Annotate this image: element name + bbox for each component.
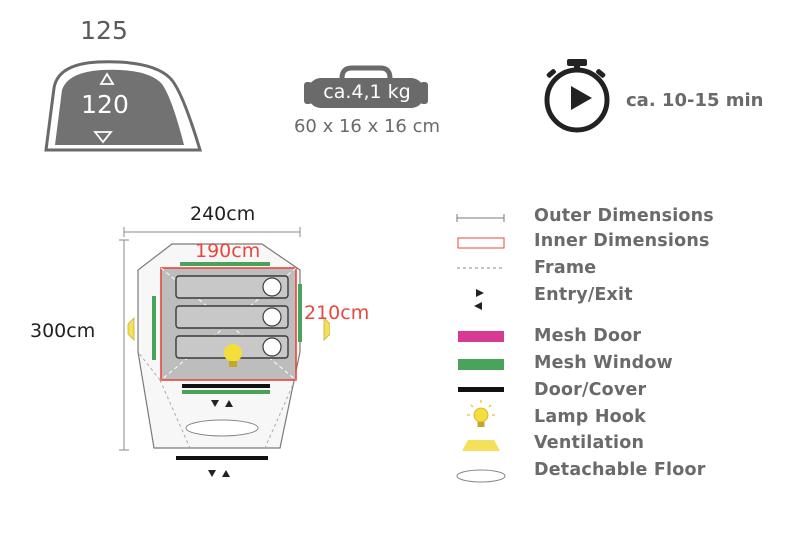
inner-dimensions-symbol (457, 237, 505, 249)
sleeping-pad-2 (175, 305, 289, 329)
legend-outer-dimensions: Outer Dimensions (534, 206, 714, 226)
door-cover-outer (176, 456, 268, 460)
mesh-window-front (182, 390, 270, 394)
sleeping-pad-1 (175, 275, 289, 299)
outer-width-label: 240cm (190, 203, 256, 225)
legend-detachable-floor: Detachable Floor (534, 460, 706, 480)
duffel-bag-icon (304, 65, 428, 108)
entry-arrows-inner (211, 400, 233, 407)
lightbulb-icon (467, 400, 495, 427)
legend: Outer Dimensions Inner Dimensions Frame … (452, 205, 792, 495)
detachable-floor-symbol (456, 469, 506, 483)
inner-height-label: 120 (81, 90, 129, 119)
outer-length-label: 300cm (30, 320, 96, 342)
legend-inner-dimensions: Inner Dimensions (534, 231, 710, 251)
door-cover-inner (182, 384, 270, 388)
entry-exit-symbol (474, 289, 484, 310)
lamp-hook-marker (224, 344, 242, 367)
outer-height-label: 125 (80, 16, 128, 45)
outer-dimensions-symbol (456, 214, 505, 222)
setup-time-label: ca. 10-15 min (626, 90, 764, 111)
mesh-window-top (180, 262, 270, 266)
legend-lamp-hook: Lamp Hook (534, 407, 646, 427)
stopwatch-icon (544, 59, 610, 133)
inner-width-label: 190cm (195, 240, 261, 262)
pack-size-label: 60 x 16 x 16 cm (293, 116, 441, 137)
legend-frame: Frame (534, 258, 597, 278)
tent-floorplan (119, 227, 330, 477)
ventilation-right (323, 317, 330, 341)
mesh-window-symbol (458, 359, 504, 370)
legend-entry-exit: Entry/Exit (534, 285, 633, 305)
legend-ventilation: Ventilation (534, 433, 645, 453)
mesh-window-right (298, 284, 302, 342)
legend-symbols (456, 214, 506, 483)
mesh-window-left (152, 296, 156, 360)
door-cover-symbol (458, 387, 504, 392)
ventilation-symbol (462, 440, 500, 451)
legend-mesh-window: Mesh Window (534, 353, 673, 373)
legend-door-cover: Door/Cover (534, 380, 647, 400)
tent-profile-icon (44, 60, 203, 152)
legend-mesh-door: Mesh Door (534, 326, 642, 346)
weight-label: ca.4,1 kg (323, 81, 411, 103)
mesh-door-symbol (458, 331, 504, 342)
ventilation-left (127, 317, 135, 341)
inner-length-label: 210cm (304, 302, 370, 324)
entry-arrows-outer (208, 470, 230, 477)
detachable-floor (185, 419, 259, 437)
weight-spec: ca.4,1 kg 60 x 16 x 16 cm (290, 60, 450, 150)
tent-height-spec: 125 120 (40, 10, 210, 152)
